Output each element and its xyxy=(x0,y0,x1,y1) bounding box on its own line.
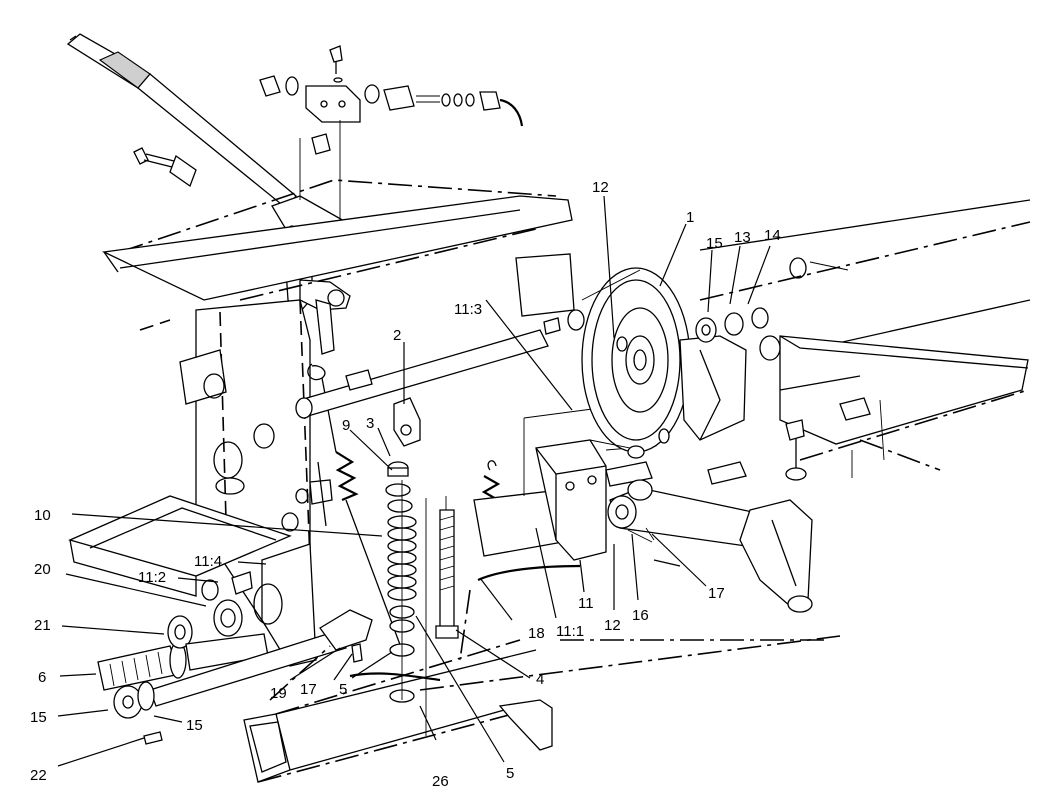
callout-17-right: 17 xyxy=(708,585,725,602)
callout-11-3: 11:3 xyxy=(454,301,482,318)
callout-11: 11 xyxy=(578,595,594,612)
callout-14: 14 xyxy=(764,227,781,244)
tension-spring-left xyxy=(335,451,359,502)
gearbox-housing xyxy=(201,543,317,667)
part-2-arm xyxy=(393,397,421,447)
brake-lever xyxy=(66,33,355,355)
callout-11-4: 11:4 xyxy=(194,553,222,570)
right-lower-bolts xyxy=(653,419,807,567)
callout-21: 21 xyxy=(34,617,51,634)
callout-1: 1 xyxy=(686,209,694,226)
leader-lines xyxy=(57,195,771,767)
callout-18: 18 xyxy=(528,625,545,642)
spring-stack xyxy=(307,363,417,703)
callout-16: 16 xyxy=(632,607,649,624)
callout-6: 6 xyxy=(38,669,46,686)
callout-3: 3 xyxy=(366,415,374,432)
callout-20: 20 xyxy=(34,561,51,578)
callout-10: 10 xyxy=(34,507,51,524)
callout-labels: 1 2 3 4 5 5 6 9 10 11 11:1 11:2 11:3 11:… xyxy=(30,179,781,790)
callout-11-2: 11:2 xyxy=(138,569,166,586)
top-plate xyxy=(101,179,573,331)
pulley-1 xyxy=(581,267,691,459)
output-shaft xyxy=(97,615,269,691)
callout-17-left: 17 xyxy=(300,681,317,698)
steering-arm xyxy=(607,479,813,613)
callout-12-top: 12 xyxy=(592,179,609,196)
callout-26: 26 xyxy=(432,773,449,790)
callout-4: 4 xyxy=(536,671,544,688)
callout-19: 19 xyxy=(270,685,287,702)
idler-bracket xyxy=(679,257,849,441)
callout-22: 22 xyxy=(30,767,47,784)
callout-15-top: 15 xyxy=(706,235,723,252)
callout-15-right: 15 xyxy=(186,717,203,734)
callout-12-bottom: 12 xyxy=(604,617,621,634)
top-bracket-hardware xyxy=(259,45,524,260)
bottom-tube xyxy=(243,639,553,783)
long-bolt xyxy=(425,496,459,736)
callout-11-1: 11:1 xyxy=(556,623,584,640)
callout-2: 2 xyxy=(393,327,401,344)
bottom-left-bracket xyxy=(68,495,292,597)
frame-lines xyxy=(419,199,1031,691)
callout-15-left: 15 xyxy=(30,709,47,726)
callout-9: 9 xyxy=(342,417,350,434)
lower-shaft xyxy=(113,609,373,745)
upper-shaft xyxy=(295,253,585,419)
callout-5-bottom: 5 xyxy=(506,765,514,782)
lever-bolt xyxy=(133,147,197,188)
callout-5-lower: 5 xyxy=(339,681,347,698)
right-frame xyxy=(699,221,1031,471)
callout-13: 13 xyxy=(734,229,751,246)
